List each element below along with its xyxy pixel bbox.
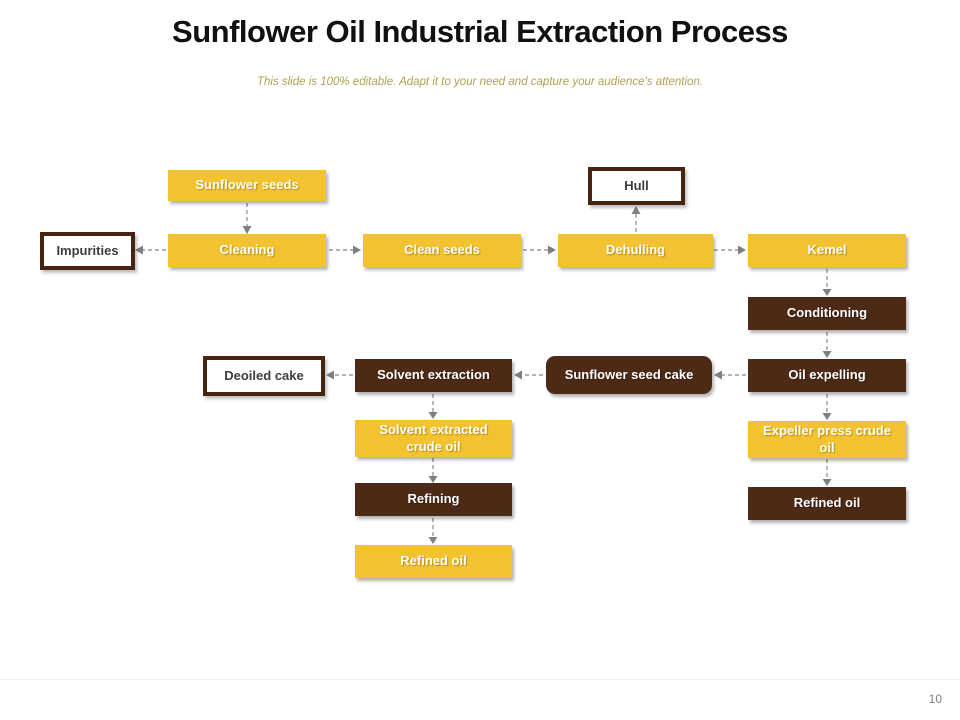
arrow-cleaning-to-cleanseeds — [329, 245, 361, 255]
node-sunflower-seed-cake: Sunflower seed cake — [546, 356, 712, 394]
arrow-cleanseeds-to-dehulling — [523, 245, 556, 255]
arrow-oilexpelling-to-expellerpress — [822, 394, 832, 420]
arrow-dehulling-to-hull — [631, 206, 641, 232]
arrow-oilexpelling-to-seedcake — [714, 370, 746, 380]
arrow-seeds-to-cleaning — [242, 203, 252, 234]
slide-subtitle: This slide is 100% editable. Adapt it to… — [256, 76, 704, 88]
node-sunflower-seeds: Sunflower seeds — [168, 170, 326, 201]
slide-title: Sunflower Oil Industrial Extraction Proc… — [172, 14, 788, 49]
arrow-dehulling-to-kemel — [714, 245, 746, 255]
node-refined-oil-press: Refined oil — [748, 487, 906, 520]
node-solvent-extracted-crude-oil: Solvent extracted crude oil — [355, 420, 512, 457]
arrow-seedcake-to-solventextraction — [514, 370, 543, 380]
arrow-crudeoil-to-refining — [428, 458, 438, 483]
arrow-conditioning-to-oilexpelling — [822, 332, 832, 358]
node-refining: Refining — [355, 483, 512, 516]
arrow-kemel-to-conditioning — [822, 269, 832, 296]
node-refined-oil-solvent: Refined oil — [355, 545, 512, 578]
arrow-solventextraction-to-crudeoil — [428, 394, 438, 419]
node-kemel: Kemel — [748, 234, 906, 267]
arrow-cleaning-to-impurities — [135, 245, 166, 255]
arrow-solventextraction-to-deoiledcake — [326, 370, 353, 380]
footer-divider — [0, 679, 960, 680]
page-number: 10 — [928, 692, 942, 706]
node-expeller-press-crude-oil: Expeller press crude oil — [748, 421, 906, 458]
node-hull: Hull — [588, 167, 685, 205]
node-cleaning: Cleaning — [168, 234, 326, 267]
arrow-expellerpress-to-refinedoil — [822, 459, 832, 486]
node-deoiled-cake: Deoiled cake — [203, 356, 325, 396]
node-solvent-extraction: Solvent extraction — [355, 359, 512, 392]
node-clean-seeds: Clean seeds — [363, 234, 521, 267]
arrow-refining-to-refinedoil — [428, 518, 438, 544]
node-dehulling: Dehulling — [558, 234, 713, 267]
node-conditioning: Conditioning — [748, 297, 906, 330]
node-oil-expelling: Oil expelling — [748, 359, 906, 392]
node-impurities: Impurities — [40, 232, 135, 270]
